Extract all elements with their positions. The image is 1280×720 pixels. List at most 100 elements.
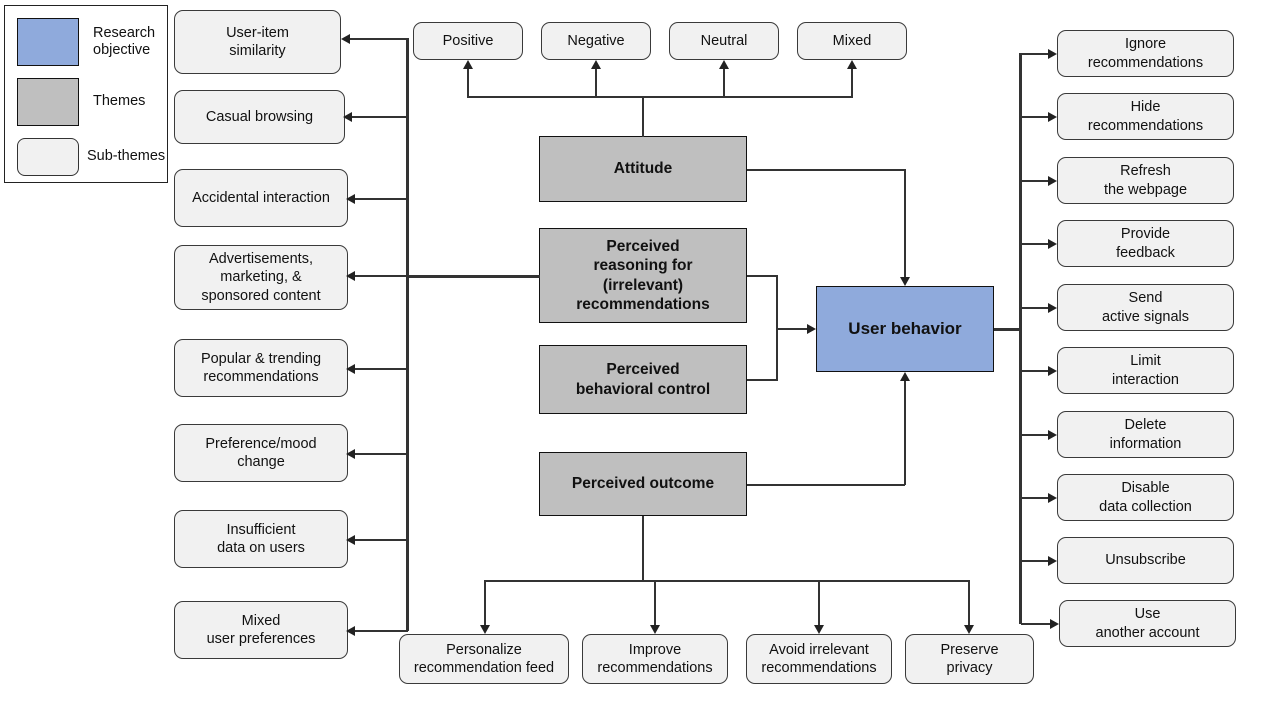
behavior-hide-recommendations[interactable]: Hide recommendations: [1057, 93, 1234, 140]
valence-negative[interactable]: Negative: [541, 22, 651, 60]
connector-valence-positive-riser: [467, 68, 469, 97]
arrow-to-hide-recommendations: [1048, 112, 1057, 122]
legend-swatch-research-objective: [17, 18, 79, 66]
arrow-join-to-user-behavior: [807, 324, 816, 334]
arrow-to-unsubscribe: [1048, 556, 1057, 566]
arrow-to-popular-trending: [346, 364, 355, 374]
connector-branch-provide-feedback: [1021, 243, 1049, 245]
legend-item-research-objective: Research objective: [17, 18, 155, 66]
behavior-refresh-the-webpage[interactable]: Refresh the webpage: [1057, 157, 1234, 204]
theme-attitude[interactable]: Attitude: [539, 136, 747, 202]
connector-branch-insufficient-data: [355, 539, 408, 541]
subtheme-preference-mood-change[interactable]: Preference/mood change: [174, 424, 348, 482]
arrow-to-use-another-account: [1050, 619, 1059, 629]
subtheme-casual-browsing[interactable]: Casual browsing: [174, 90, 345, 144]
connector-outcome-drop-improve: [654, 580, 656, 626]
legend-swatch-themes: [17, 78, 79, 126]
subtheme-insufficient-data-on-users[interactable]: Insufficient data on users: [174, 510, 348, 568]
behavior-unsubscribe[interactable]: Unsubscribe: [1057, 537, 1234, 584]
outcome-personalize-recommendation-feed[interactable]: Personalize recommendation feed: [399, 634, 569, 684]
connector-user-behavior-out: [994, 328, 1021, 331]
subtheme-mixed-user-preferences[interactable]: Mixed user preferences: [174, 601, 348, 659]
valence-neutral[interactable]: Neutral: [669, 22, 779, 60]
connector-outcome-drop-privacy: [968, 580, 970, 626]
subtheme-user-item-similarity[interactable]: User-item similarity: [174, 10, 341, 74]
connector-valence-neutral-riser: [723, 68, 725, 97]
connector-branch-hide: [1021, 116, 1049, 118]
arrow-to-provide-feedback: [1048, 239, 1057, 249]
arrow-to-preference-mood: [346, 449, 355, 459]
connector-branch-preference-mood: [355, 453, 408, 455]
arrow-to-personalize-feed: [480, 625, 490, 634]
arrow-to-improve-recommendations: [650, 625, 660, 634]
arrow-to-accidental-interaction: [346, 194, 355, 204]
connector-branch-mixed-preferences: [355, 630, 408, 632]
connector-valence-negative-riser: [595, 68, 597, 97]
behavior-provide-feedback[interactable]: Provide feedback: [1057, 220, 1234, 267]
arrow-to-insufficient-data: [346, 535, 355, 545]
outcome-avoid-irrelevant-recommendations[interactable]: Avoid irrelevant recommendations: [746, 634, 892, 684]
arrow-to-negative: [591, 60, 601, 69]
arrow-to-neutral: [719, 60, 729, 69]
behavior-disable-data-collection[interactable]: Disable data collection: [1057, 474, 1234, 521]
connector-attitude-out: [747, 169, 905, 171]
theme-perceived-reasoning[interactable]: Perceived reasoning for (irrelevant) rec…: [539, 228, 747, 323]
behavior-delete-information[interactable]: Delete information: [1057, 411, 1234, 458]
arrow-to-advertisements: [346, 271, 355, 281]
behavior-ignore-recommendations[interactable]: Ignore recommendations: [1057, 30, 1234, 77]
legend: Research objective Themes Sub-themes: [4, 5, 168, 183]
legend-label-sub-themes: Sub-themes: [87, 148, 166, 165]
connector-branch-user-item-similarity: [350, 38, 408, 40]
connector-outcome-bus: [484, 580, 970, 582]
theme-perceived-outcome[interactable]: Perceived outcome: [539, 452, 747, 516]
behavior-use-another-account[interactable]: Use another account: [1059, 600, 1236, 647]
behavior-limit-interaction[interactable]: Limit interaction: [1057, 347, 1234, 394]
connector-branch-accidental-interaction: [355, 198, 408, 200]
outcome-improve-recommendations[interactable]: Improve recommendations: [582, 634, 728, 684]
arrow-to-mixed-preferences: [346, 626, 355, 636]
connector-branch-popular-trending: [355, 368, 408, 370]
connector-outcome-bottom-stem: [642, 516, 645, 582]
arrow-to-delete-information: [1048, 430, 1057, 440]
theme-perceived-behavioral-control[interactable]: Perceived behavioral control: [539, 345, 747, 414]
arrow-to-mixed: [847, 60, 857, 69]
arrow-to-send-active-signals: [1048, 303, 1057, 313]
arrow-attitude-to-user-behavior: [900, 277, 910, 286]
connector-behavioral-control-right: [747, 379, 777, 381]
legend-label-research-objective: Research objective: [93, 24, 156, 58]
connector-branch-refresh: [1021, 180, 1049, 182]
arrow-to-ignore-recommendations: [1048, 49, 1057, 59]
connector-branch-casual-browsing: [352, 116, 408, 118]
research-objective-user-behavior[interactable]: User behavior: [816, 286, 994, 372]
valence-mixed[interactable]: Mixed: [797, 22, 907, 60]
legend-swatch-sub-themes: [17, 138, 79, 176]
connector-branch-limit-interaction: [1021, 370, 1049, 372]
connector-attitude-to-valence-trunk: [642, 97, 645, 137]
connector-join-to-user-behavior: [776, 328, 810, 331]
connector-branch-delete-information: [1021, 434, 1049, 436]
subtheme-accidental-interaction[interactable]: Accidental interaction: [174, 169, 348, 227]
behavior-send-active-signals[interactable]: Send active signals: [1057, 284, 1234, 331]
legend-item-themes: Themes: [17, 78, 145, 126]
outcome-preserve-privacy[interactable]: Preserve privacy: [905, 634, 1034, 684]
arrow-to-limit-interaction: [1048, 366, 1057, 376]
subtheme-advertisements-marketing-sponsored-content[interactable]: Advertisements, marketing, & sponsored c…: [174, 245, 348, 310]
arrow-to-refresh-webpage: [1048, 176, 1057, 186]
arrow-outcome-to-user-behavior: [900, 372, 910, 381]
connector-reasoning-trunk: [406, 38, 409, 631]
arrow-to-disable-data-collection: [1048, 493, 1057, 503]
connector-branch-advertisements: [355, 275, 408, 277]
connector-branch-unsubscribe: [1021, 560, 1049, 562]
connector-outcome-right: [747, 484, 905, 486]
connector-outcome-drop-avoid: [818, 580, 820, 626]
legend-label-themes: Themes: [93, 93, 146, 110]
arrow-to-preserve-privacy: [964, 625, 974, 634]
legend-item-sub-themes: Sub-themes: [17, 138, 165, 176]
valence-positive[interactable]: Positive: [413, 22, 523, 60]
connector-reasoning-right: [747, 275, 777, 277]
connector-reasoning-stem: [406, 275, 540, 278]
arrow-to-casual-browsing: [343, 112, 352, 122]
subtheme-popular-trending-recommendations[interactable]: Popular & trending recommendations: [174, 339, 348, 397]
connector-branch-ignore: [1021, 53, 1049, 55]
